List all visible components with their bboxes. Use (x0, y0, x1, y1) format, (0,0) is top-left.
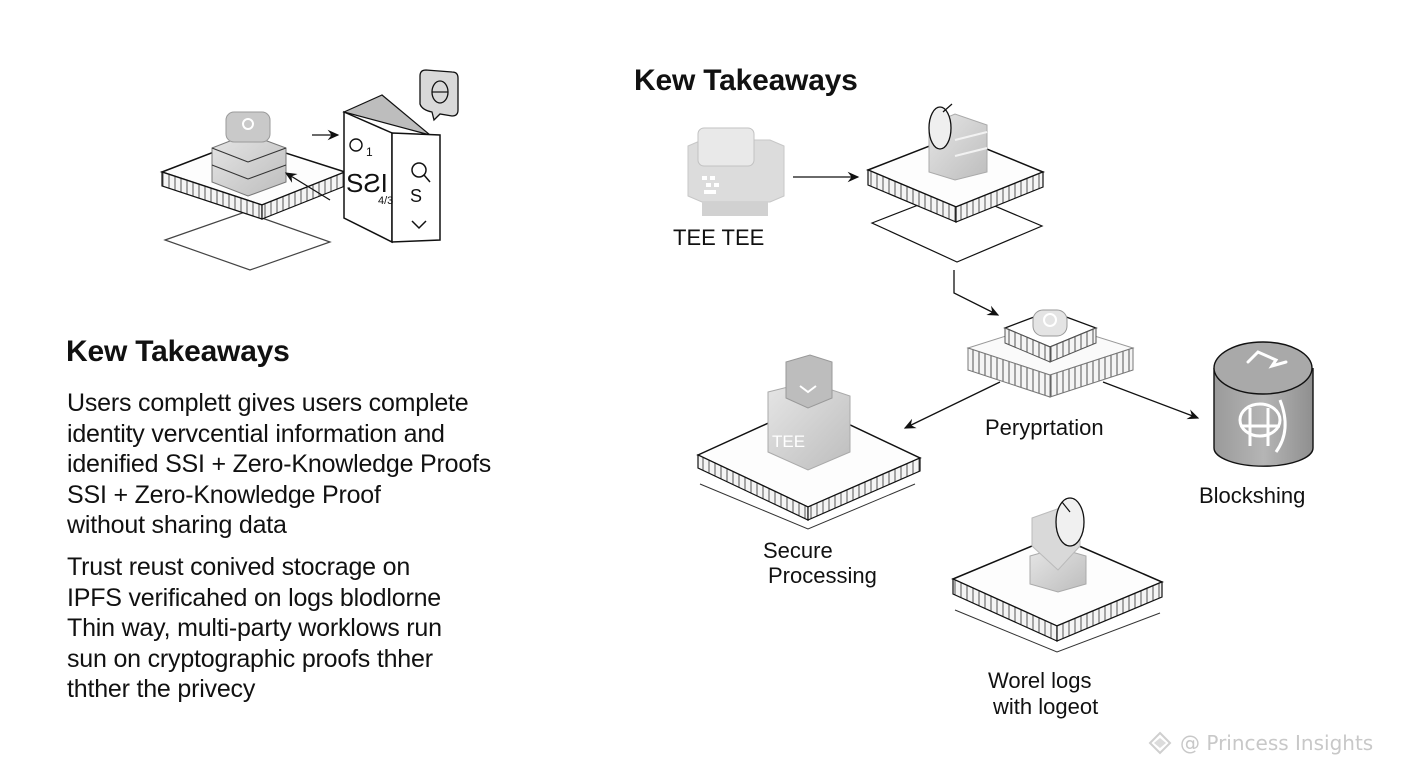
chevron-down-icon (411, 220, 427, 230)
paragraph-line: IPFS verificahed on logs blodlorne (67, 583, 441, 612)
node-label-blockchain: Blockshing (1199, 483, 1306, 508)
svg-text:4/3: 4/3 (378, 195, 393, 207)
paragraph-line: without sharing data (67, 511, 287, 539)
globe-tag-icon (419, 69, 459, 122)
node-label-logs: Worel logs with logeot (988, 668, 1098, 720)
stacked-server-icon (159, 111, 348, 271)
edge-encryption-blockchain (1102, 381, 1200, 420)
tee-cube-icon: TEE (696, 354, 922, 530)
paragraph-line: SSI + Zero-Knowledge Proof (67, 480, 381, 509)
server-stack-icon (866, 103, 1045, 263)
paragraph-line: Users complett gives users complete (67, 389, 469, 417)
node-label-line: Worel logs (988, 668, 1092, 693)
paragraph-line: idenified SSI + Zero-Knowledge Proofs (67, 450, 492, 478)
node-label-line: Secure (763, 538, 833, 563)
paragraph-line: identity vervcential information and (67, 419, 445, 448)
svg-text:TEE: TEE (772, 432, 805, 451)
takeaway-paragraph-1: Users complett gives users complete iden… (67, 388, 491, 541)
node-label-tee: TEE TEE (673, 225, 765, 250)
paragraph-line: Thin way, multi-party worklows run (67, 614, 442, 642)
watermark-text: @ Princess Insights (1180, 731, 1374, 755)
binance-logo-icon (1148, 731, 1172, 755)
paragraph-line: sun on cryptographic proofs thher (67, 644, 433, 673)
diagram-heading: Kew Takeaways (634, 64, 858, 97)
node-label-line: Processing (768, 563, 877, 588)
paragraph-line: Trust reust conived stocrage on (67, 553, 411, 581)
log-node-icon (951, 497, 1164, 653)
search-icon: S (410, 162, 431, 206)
svg-text:SƧI: SƧI (346, 168, 388, 198)
document-card-icon: 1 SƧI 4/3 (342, 94, 441, 244)
database-cylinder-icon (1213, 341, 1314, 467)
chip-icon (966, 309, 1135, 398)
svg-text:1: 1 (366, 145, 373, 159)
takeaway-paragraph-2: Trust reust conived stocrage on IPFS ver… (67, 552, 442, 705)
svg-text:S: S (410, 186, 422, 206)
edge-server-encryption (953, 270, 1000, 316)
edge-encryption-secure (903, 381, 1001, 429)
tee-device-icon (687, 127, 785, 216)
left-heading: Kew Takeaways (66, 335, 290, 368)
node-label-line: with logeot (993, 694, 1099, 719)
paragraph-line: thther the privecy (67, 675, 256, 703)
node-label-secure: Secure Processing (763, 538, 877, 588)
node-label-encryption: Peryprtation (985, 415, 1104, 440)
